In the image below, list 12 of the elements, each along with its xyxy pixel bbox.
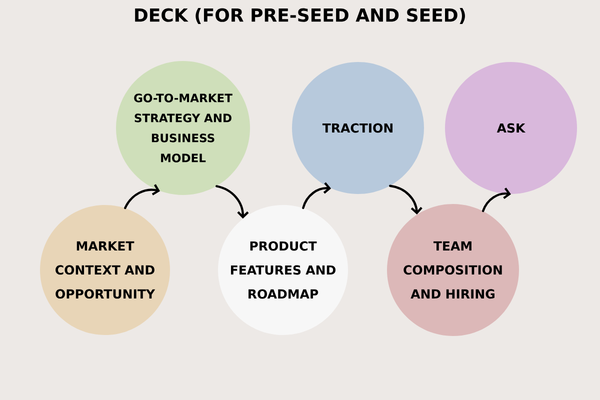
circle-node: MARKET CONTEXT AND OPPORTUNITY <box>40 205 170 335</box>
arrow <box>216 185 249 219</box>
circle-node: ASK <box>445 62 577 194</box>
circle-node: TRACTION <box>292 62 424 194</box>
circle-node: PRODUCT FEATURES AND ROADMAP <box>218 205 348 335</box>
arrow <box>124 184 160 210</box>
arrow <box>302 182 332 210</box>
circle-node: GO-TO-MARKET STRATEGY AND BUSINESS MODEL <box>116 61 250 195</box>
arrow <box>389 184 422 214</box>
circle-node: TEAM COMPOSITION AND HIRING <box>387 204 519 336</box>
arrow <box>482 188 511 212</box>
title: DECK (FOR PRE-SEED AND SEED) <box>135 8 465 24</box>
